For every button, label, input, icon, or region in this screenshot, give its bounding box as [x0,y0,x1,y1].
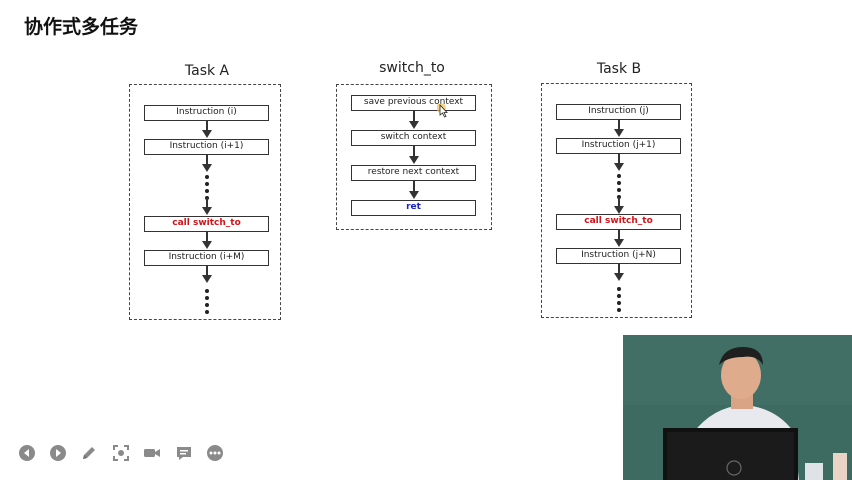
next-icon[interactable] [49,444,67,462]
switch-to-frame [336,84,492,230]
slide-title: 协作式多任务 [24,16,139,38]
task-a-ellipsis-2 [204,289,210,317]
switch-to-ret: ret [351,200,476,216]
task-a-frame [129,84,281,320]
pen-icon[interactable] [80,444,98,462]
switch-to-step-1: save previous context [351,95,476,111]
task-b-step-2: Instruction (j+1) [556,138,681,154]
task-a-step-2: Instruction (i+1) [144,139,269,155]
task-a-title: Task A [184,63,230,79]
switch-to-step-3: restore next context [351,165,476,181]
instructor-video [623,335,852,480]
switch-to-step-2: switch context [351,130,476,146]
mouse-cursor-icon [437,104,448,118]
camera-icon[interactable] [143,444,161,462]
previous-icon[interactable] [18,444,36,462]
more-icon[interactable] [206,444,224,462]
task-b-step-4: Instruction (j+N) [556,248,681,264]
task-b-frame [541,83,692,318]
task-b-step-1: Instruction (j) [556,104,681,120]
task-b-title: Task B [596,61,642,77]
task-a-call-switch-to: call switch_to [144,216,269,232]
task-b-call-switch-to: call switch_to [556,214,681,230]
task-a-step-4: Instruction (i+M) [144,250,269,266]
task-b-ellipsis-2 [616,287,622,315]
switch-to-title: switch_to [379,60,445,76]
subtitle-icon[interactable] [175,444,193,462]
task-a-step-1: Instruction (i) [144,105,269,121]
instructor-webcam-image [623,335,852,480]
screenshot-icon[interactable] [112,444,130,462]
